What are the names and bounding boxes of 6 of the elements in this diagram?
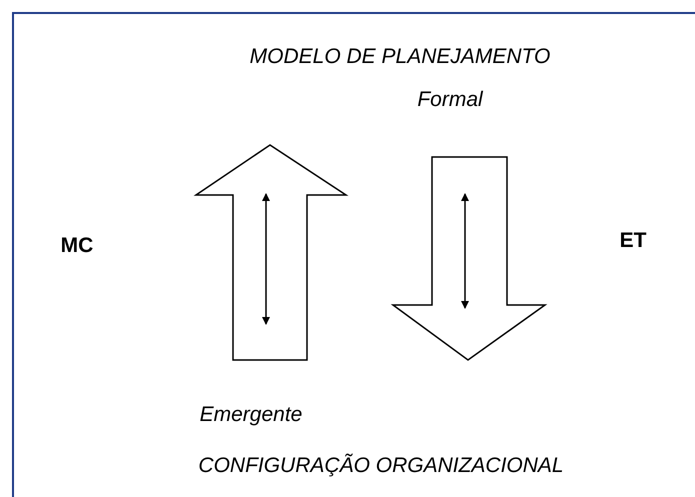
- diagram-label: Emergente: [200, 403, 302, 427]
- diagram-label: CONFIGURAÇÃO ORGANIZACIONAL: [198, 454, 564, 478]
- diagram-label: MC: [60, 234, 94, 258]
- diagram-label: ET: [620, 229, 646, 253]
- diagram-label: MODELO DE PLANEJAMENTO: [250, 45, 550, 69]
- diagram-label: Formal: [417, 88, 483, 112]
